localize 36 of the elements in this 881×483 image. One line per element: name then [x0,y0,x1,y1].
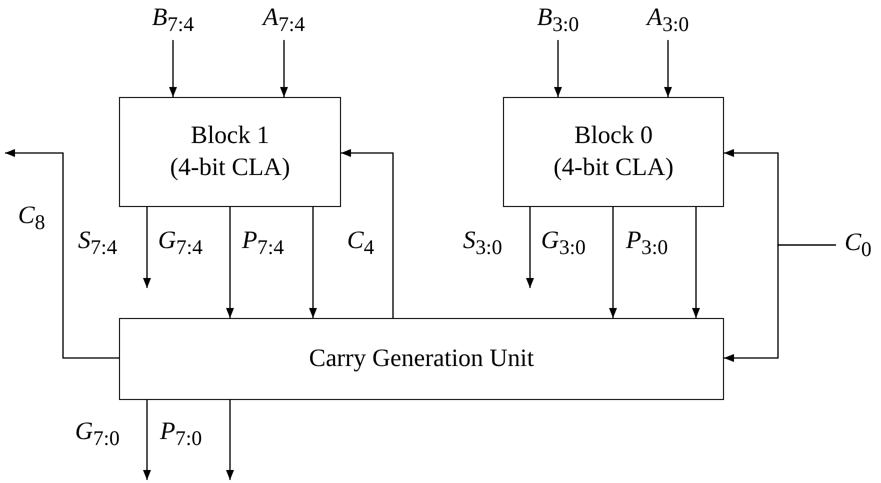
edge-label: G$_{7:4}$ [158,226,203,261]
arrow [341,149,394,318]
signal-label: B$_{3:0}$ [537,3,579,38]
edge-label: G$_{7:0}$ [75,417,120,452]
arrow [5,149,119,359]
arrow [609,207,617,318]
block-box [119,97,341,207]
edge-label: P$_{7:4}$ [242,226,284,261]
signal-label: A$_{7:4}$ [263,3,305,38]
arrow [226,207,234,318]
edge-label: P$_{3:0}$ [626,226,668,261]
signal-label: B$_{7:4}$ [152,3,194,38]
block-title: Carry Generation Unit [309,344,534,374]
edge-label: P$_{7:0}$ [160,417,202,452]
block-box [119,318,724,400]
edge-label: G$_{3:0}$ [541,226,586,261]
arrow [526,207,534,288]
edge-label: C$_{4}$ [347,226,374,261]
block-title: Block 1 (4-bit CLA) [168,121,292,183]
block-title: Block 0 (4-bit CLA) [552,121,675,183]
edge-label: C$_{8}$ [18,201,46,236]
arrow [226,400,234,480]
edge-label: S$_{3:0}$ [463,226,502,261]
arrow [692,207,700,318]
arrow [724,244,836,362]
signal-label: C$_{0}$ [844,228,872,263]
block-box [503,97,724,207]
arrow [554,40,562,97]
arrow [169,40,177,97]
arrow [143,207,151,288]
arrow [143,400,151,480]
signal-label: A$_{3:0}$ [647,3,689,38]
arrow [309,207,317,318]
arrow [664,40,672,97]
edge-label: S$_{7:4}$ [78,226,118,261]
arrow [280,40,288,97]
